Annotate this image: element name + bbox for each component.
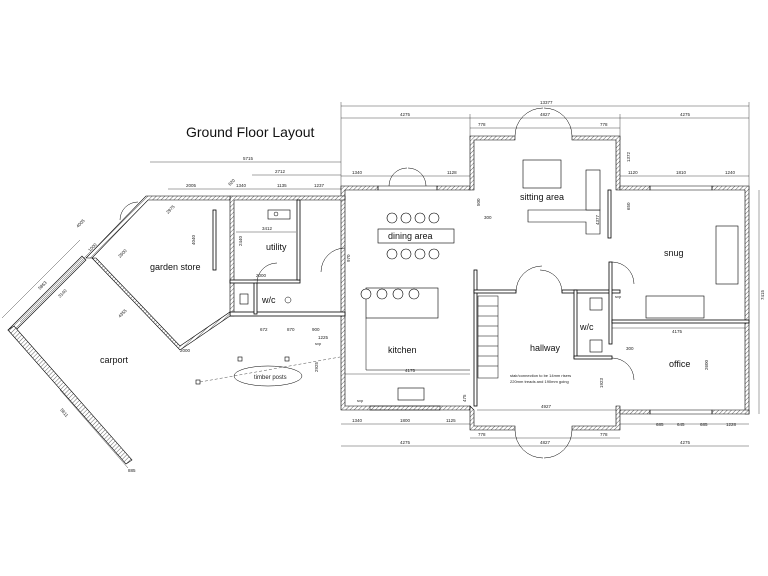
room-dining-area: dining area bbox=[388, 231, 433, 241]
furniture bbox=[360, 159, 739, 401]
bottom-dimensions: 1340 1800 1125 778 778 4275 4827 4275 68… bbox=[341, 418, 749, 447]
svp-3: svp bbox=[315, 341, 322, 346]
dim-bottom-a: 1340 bbox=[352, 418, 363, 423]
dim-util-c: 900 bbox=[312, 327, 320, 332]
dim-wing-d: 1135 bbox=[277, 183, 287, 188]
carport: 5863 3140 4005 5611 885 4355 1000 timber… bbox=[1, 218, 341, 473]
dim-wc-pass: 300 bbox=[626, 346, 634, 351]
dim-snug-a: 1120 bbox=[628, 170, 638, 175]
dim-bottom-e: 4827 bbox=[540, 440, 551, 445]
dim-utility-h: 2440 bbox=[238, 235, 243, 246]
dim-util-d: 1225 bbox=[318, 335, 329, 340]
room-kitchen: kitchen bbox=[388, 345, 417, 355]
dim-store-b: 2000 bbox=[180, 348, 191, 353]
dim-gap-a: 500 bbox=[476, 198, 481, 206]
dim-util-a: 672 bbox=[260, 327, 268, 332]
dim-snug-c: 1240 bbox=[725, 170, 736, 175]
dim-hall-w: 4927 bbox=[541, 404, 552, 409]
dim-store-d: 2975 bbox=[165, 204, 176, 215]
garden-store: 2000 4040 bbox=[85, 195, 231, 353]
dim-carport-a: 5863 bbox=[37, 280, 48, 291]
dim-top-right: 4275 bbox=[680, 112, 691, 117]
room-office: office bbox=[669, 359, 690, 369]
dim-top-mid: 4827 bbox=[540, 112, 551, 117]
dim-office-d: 1228 bbox=[726, 422, 737, 427]
dim-carport-f: 885 bbox=[128, 468, 136, 473]
room-garden-store: garden store bbox=[150, 262, 201, 272]
dim-wc-w: 2000 bbox=[256, 273, 267, 278]
dim-hall-side: 1923 bbox=[599, 377, 604, 388]
dim-bottom-f: 778 bbox=[600, 432, 608, 437]
dim-overall-top: 13377 bbox=[540, 100, 553, 105]
dim-snug-w: 4175 bbox=[672, 329, 683, 334]
room-snug: snug bbox=[664, 248, 684, 258]
dim-office-h: 2600 bbox=[704, 359, 709, 370]
dim-kitchen-w: 4175 bbox=[405, 368, 416, 373]
stair-note-2: 220mm treads and 190mm going bbox=[510, 379, 569, 384]
dim-carport-c: 4005 bbox=[75, 218, 86, 229]
svp-2: svp bbox=[357, 398, 364, 403]
dim-dining-b: 1128 bbox=[447, 170, 457, 175]
dim-bottom-h: 4275 bbox=[680, 440, 691, 445]
dim-bottom-c: 1125 bbox=[446, 418, 456, 423]
dim-carport-e: 2600 bbox=[117, 248, 128, 259]
room-carport: carport bbox=[100, 355, 129, 365]
dim-bottom-b: 1800 bbox=[400, 418, 411, 423]
dim-snug-b: 1810 bbox=[676, 170, 687, 175]
room-sitting-area: sitting area bbox=[520, 192, 564, 202]
dim-office-c: 685 bbox=[700, 422, 708, 427]
room-wc-right: w/c bbox=[579, 322, 594, 332]
dim-bottom-d: 778 bbox=[478, 432, 486, 437]
windows bbox=[369, 185, 713, 415]
top-dimensions: 13377 4275 4827 4275 778 778 1120 1810 1… bbox=[150, 100, 750, 190]
dim-carport-b: 3140 bbox=[57, 288, 68, 299]
dim-bay-left: 778 bbox=[478, 122, 486, 127]
dim-bay-right: 778 bbox=[600, 122, 608, 127]
dim-store-a: 1000 bbox=[87, 242, 98, 253]
dim-bottom-g: 4275 bbox=[400, 440, 411, 445]
dim-left-wing: 4355 bbox=[117, 308, 128, 319]
room-hallway: hallway bbox=[530, 343, 561, 353]
dim-store-c: 620 bbox=[227, 178, 236, 187]
dim-sitting-depth: 4377 bbox=[595, 214, 600, 225]
room-utility: utility bbox=[266, 242, 287, 252]
dim-snug-side-b: 650 bbox=[626, 202, 631, 210]
dim-util-b: 870 bbox=[287, 327, 295, 332]
svp-1: svp bbox=[615, 294, 622, 299]
dim-side-a: 970 bbox=[346, 254, 351, 262]
dim-wing-b: 2005 bbox=[186, 183, 197, 188]
dim-gap-b: 300 bbox=[484, 215, 492, 220]
dim-snug-side-a: 1372 bbox=[626, 151, 631, 162]
dim-wing-e: 1237 bbox=[314, 183, 325, 188]
utility-wing: 3412 2440 2000 bbox=[229, 195, 346, 317]
dim-utility-w: 3412 bbox=[262, 226, 273, 231]
dim-side-b: 2925 bbox=[314, 361, 319, 372]
interior-dimensions: 970 2925 300 500 300 1372 650 4377 4927 … bbox=[117, 151, 765, 414]
stair-treads bbox=[478, 305, 498, 367]
room-labels: sitting area dining area snug utility ga… bbox=[100, 192, 690, 369]
doors bbox=[320, 107, 635, 459]
page-title: Ground Floor Layout bbox=[186, 124, 315, 140]
dim-wing-a: 2712 bbox=[275, 169, 286, 174]
dim-carport-d: 5611 bbox=[59, 407, 69, 418]
dim-wing-total: 5715 bbox=[243, 156, 254, 161]
dim-office-b: 645 bbox=[677, 422, 685, 427]
dim-dining-a: 1340 bbox=[352, 170, 363, 175]
room-wc-left: w/c bbox=[261, 295, 276, 305]
dim-wing-c: 1340 bbox=[236, 183, 247, 188]
notes: stair/connection to be 14mm risers 220mm… bbox=[315, 294, 622, 403]
stair-note-1: stair/connection to be 14mm risers bbox=[510, 373, 571, 378]
dim-office-a: 685 bbox=[656, 422, 664, 427]
dim-garden-h: 4040 bbox=[191, 234, 196, 245]
dim-top-left: 4275 bbox=[400, 112, 411, 117]
internal-walls bbox=[473, 189, 750, 407]
timber-posts-label: timber posts bbox=[254, 375, 287, 381]
dim-right-overall: 7415 bbox=[760, 289, 765, 300]
dim-kit-side: 475 bbox=[462, 394, 467, 402]
